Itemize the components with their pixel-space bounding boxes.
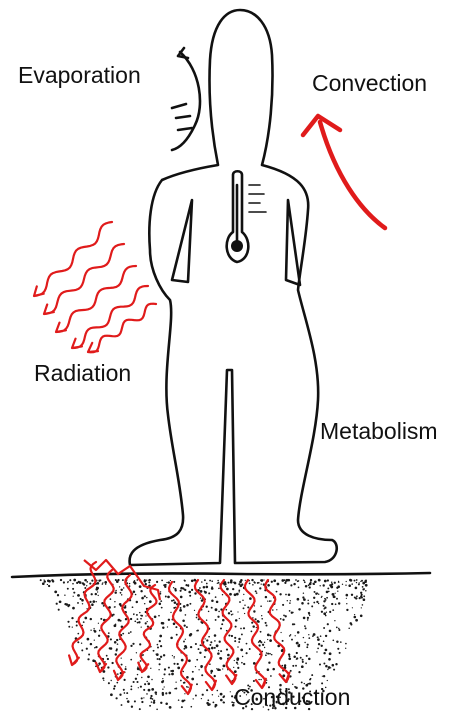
- radiation-arrow: [72, 286, 148, 348]
- conduction-arrow: [96, 570, 114, 672]
- metabolism-label: Metabolism: [320, 420, 438, 443]
- human-figure: [130, 10, 337, 565]
- conduction-arrow: [221, 580, 237, 684]
- right-arm-line: [286, 200, 300, 285]
- evaporation-marks: [172, 48, 200, 150]
- radiation-arrow: [44, 244, 124, 314]
- conduction-arrow: [245, 580, 266, 688]
- conduction-arrow: [195, 580, 216, 690]
- convection-arrow: [303, 116, 385, 228]
- radiation-arrow: [34, 222, 112, 296]
- radiation-label: Radiation: [34, 362, 131, 385]
- thermometer-icon: [227, 171, 266, 262]
- convection-label: Convection: [312, 72, 427, 95]
- radiation-arrows: [34, 222, 156, 352]
- conduction-arrow: [138, 585, 156, 672]
- ground-line: [12, 573, 430, 577]
- evaporation-label: Evaporation: [18, 64, 141, 87]
- conduction-label: Conduction: [234, 686, 350, 709]
- left-arm-line: [172, 200, 192, 282]
